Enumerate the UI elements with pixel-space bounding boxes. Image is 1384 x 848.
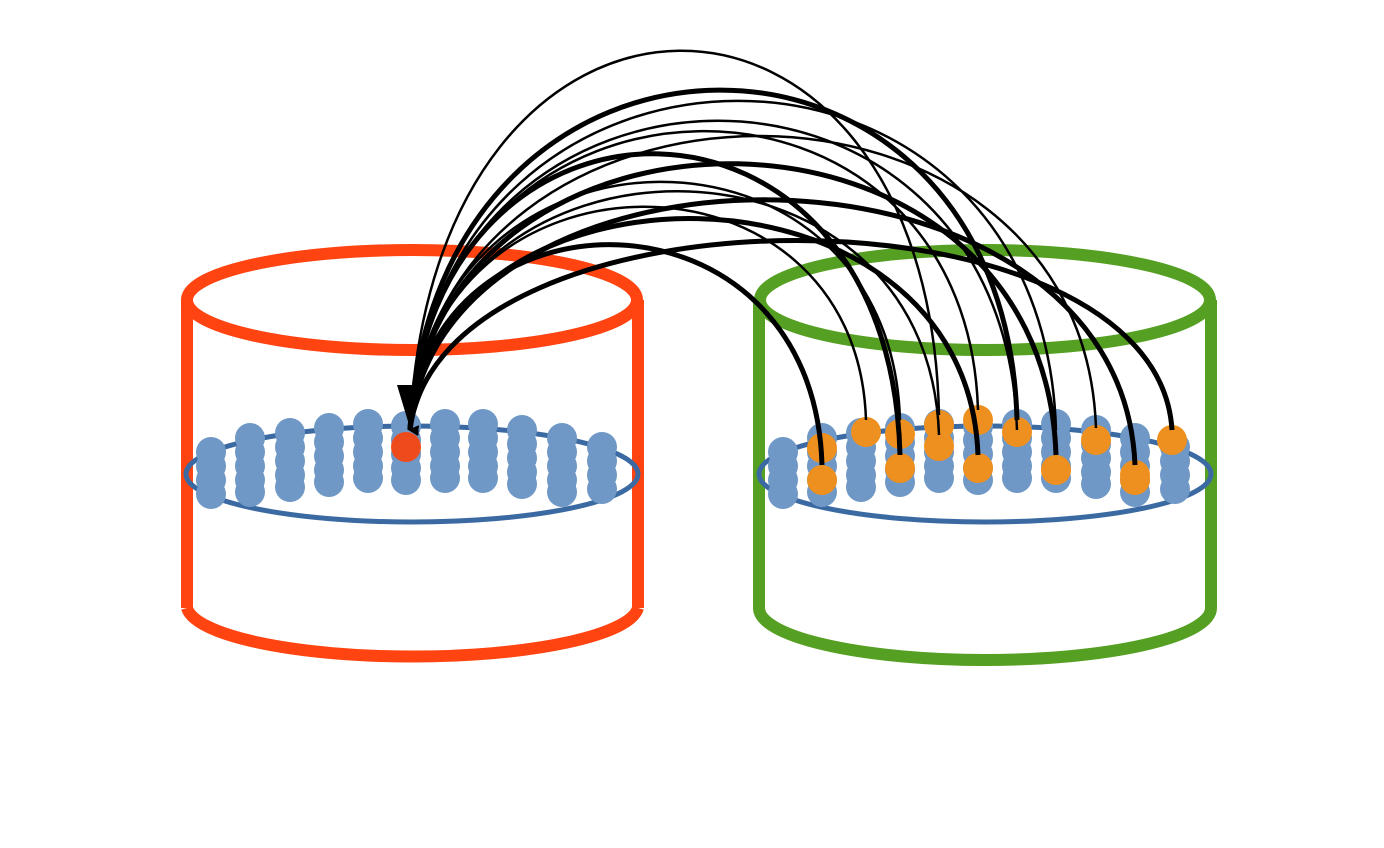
connection-arrow <box>407 87 1020 436</box>
right-cylinder <box>753 244 1217 666</box>
node <box>235 477 265 507</box>
source-node <box>1081 425 1111 455</box>
node <box>507 469 537 499</box>
node <box>768 479 798 509</box>
connection-arrow <box>408 119 1019 436</box>
node <box>846 472 876 502</box>
target-node <box>391 432 421 462</box>
source-node <box>885 453 915 483</box>
node <box>314 467 344 497</box>
left-cylinder-bottom <box>181 605 644 663</box>
node <box>275 472 305 502</box>
connection-arrow <box>407 161 1059 456</box>
node <box>430 463 460 493</box>
node <box>587 474 617 504</box>
node <box>547 477 577 507</box>
node <box>1160 474 1190 504</box>
connection-arrow <box>408 99 1058 436</box>
source-node <box>1002 417 1032 447</box>
source-node <box>963 453 993 483</box>
node <box>1002 463 1032 493</box>
node <box>468 463 498 493</box>
right-node-cluster <box>768 405 1190 509</box>
left-cylinder <box>181 244 644 663</box>
left-node-cluster <box>196 409 617 509</box>
connection-arrow <box>407 197 1138 466</box>
connection-arrow <box>407 238 1175 437</box>
source-node <box>1120 460 1150 490</box>
node <box>1081 469 1111 499</box>
connection-arrow <box>408 180 902 436</box>
source-node <box>851 417 881 447</box>
left-cylinder-top <box>181 244 643 356</box>
node <box>353 463 383 493</box>
connection-arrows <box>397 49 1175 466</box>
connection-arrow <box>408 49 941 436</box>
source-node <box>807 465 837 495</box>
source-node <box>1041 455 1071 485</box>
node <box>196 479 226 509</box>
arrowhead <box>397 385 425 428</box>
node <box>391 465 421 495</box>
node <box>924 463 954 493</box>
source-node <box>924 431 954 461</box>
right-cylinder-bottom <box>753 607 1217 666</box>
source-node <box>1157 425 1187 455</box>
